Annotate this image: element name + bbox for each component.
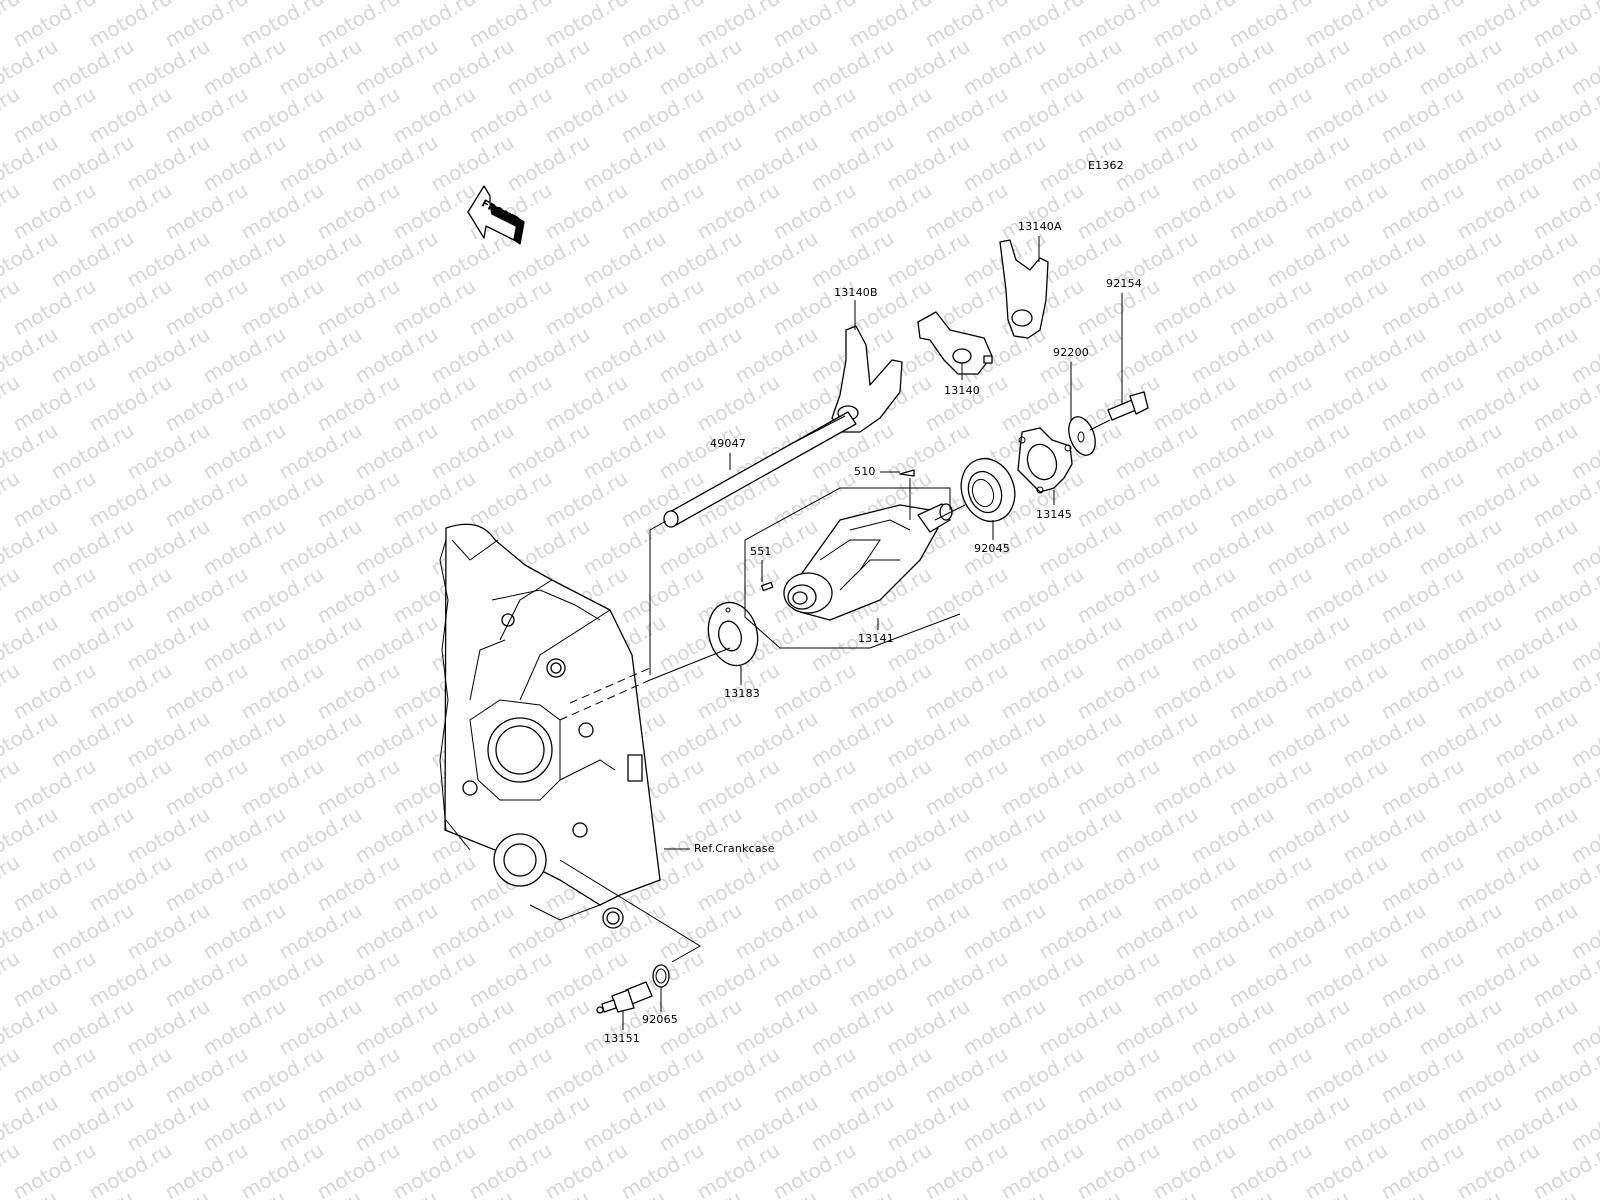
part-label-92200[interactable]: 92200 — [1053, 346, 1089, 359]
part-label-13145[interactable]: 13145 — [1036, 508, 1072, 521]
part-label-49047[interactable]: 49047 — [710, 437, 746, 450]
shift-rod-49047 — [663, 411, 857, 528]
shift-drum-13141 — [783, 503, 953, 621]
drum-cam-13145 — [1017, 427, 1073, 494]
part-label-13140A[interactable]: 13140A — [1018, 220, 1062, 233]
crankcase-reference — [439, 523, 661, 929]
part-label-551[interactable]: 551 — [750, 545, 772, 558]
part-label-92045[interactable]: 92045 — [974, 542, 1010, 555]
part-label-92065[interactable]: 92065 — [642, 1013, 678, 1026]
shift-fork-13140A — [999, 239, 1049, 339]
leader-lines — [559, 236, 1123, 1030]
bearing-92045 — [960, 457, 1016, 523]
washer-92200 — [1068, 416, 1096, 456]
plate-13183 — [707, 601, 759, 667]
key-510 — [899, 469, 915, 477]
shift-fork-13140B — [831, 325, 903, 433]
part-label-13183[interactable]: 13183 — [724, 687, 760, 700]
neutral-switch-13151 — [596, 981, 653, 1014]
part-label-13140[interactable]: 13140 — [944, 384, 980, 397]
part-label-13141[interactable]: 13141 — [858, 632, 894, 645]
shift-fork-13140 — [917, 311, 993, 375]
ref-crankcase-label: Ref.Crankcase — [694, 842, 775, 855]
diagram-code-label: E1362 — [1088, 159, 1124, 172]
part-label-510[interactable]: 510 — [854, 465, 876, 478]
part-label-13140B[interactable]: 13140B — [834, 286, 878, 299]
gasket-92065 — [652, 964, 670, 988]
pin-551 — [760, 581, 774, 592]
part-label-13151[interactable]: 13151 — [604, 1032, 640, 1045]
bolt-92154 — [1107, 391, 1149, 421]
part-label-92154[interactable]: 92154 — [1106, 277, 1142, 290]
front-arrow-icon: FRONT — [467, 185, 525, 245]
